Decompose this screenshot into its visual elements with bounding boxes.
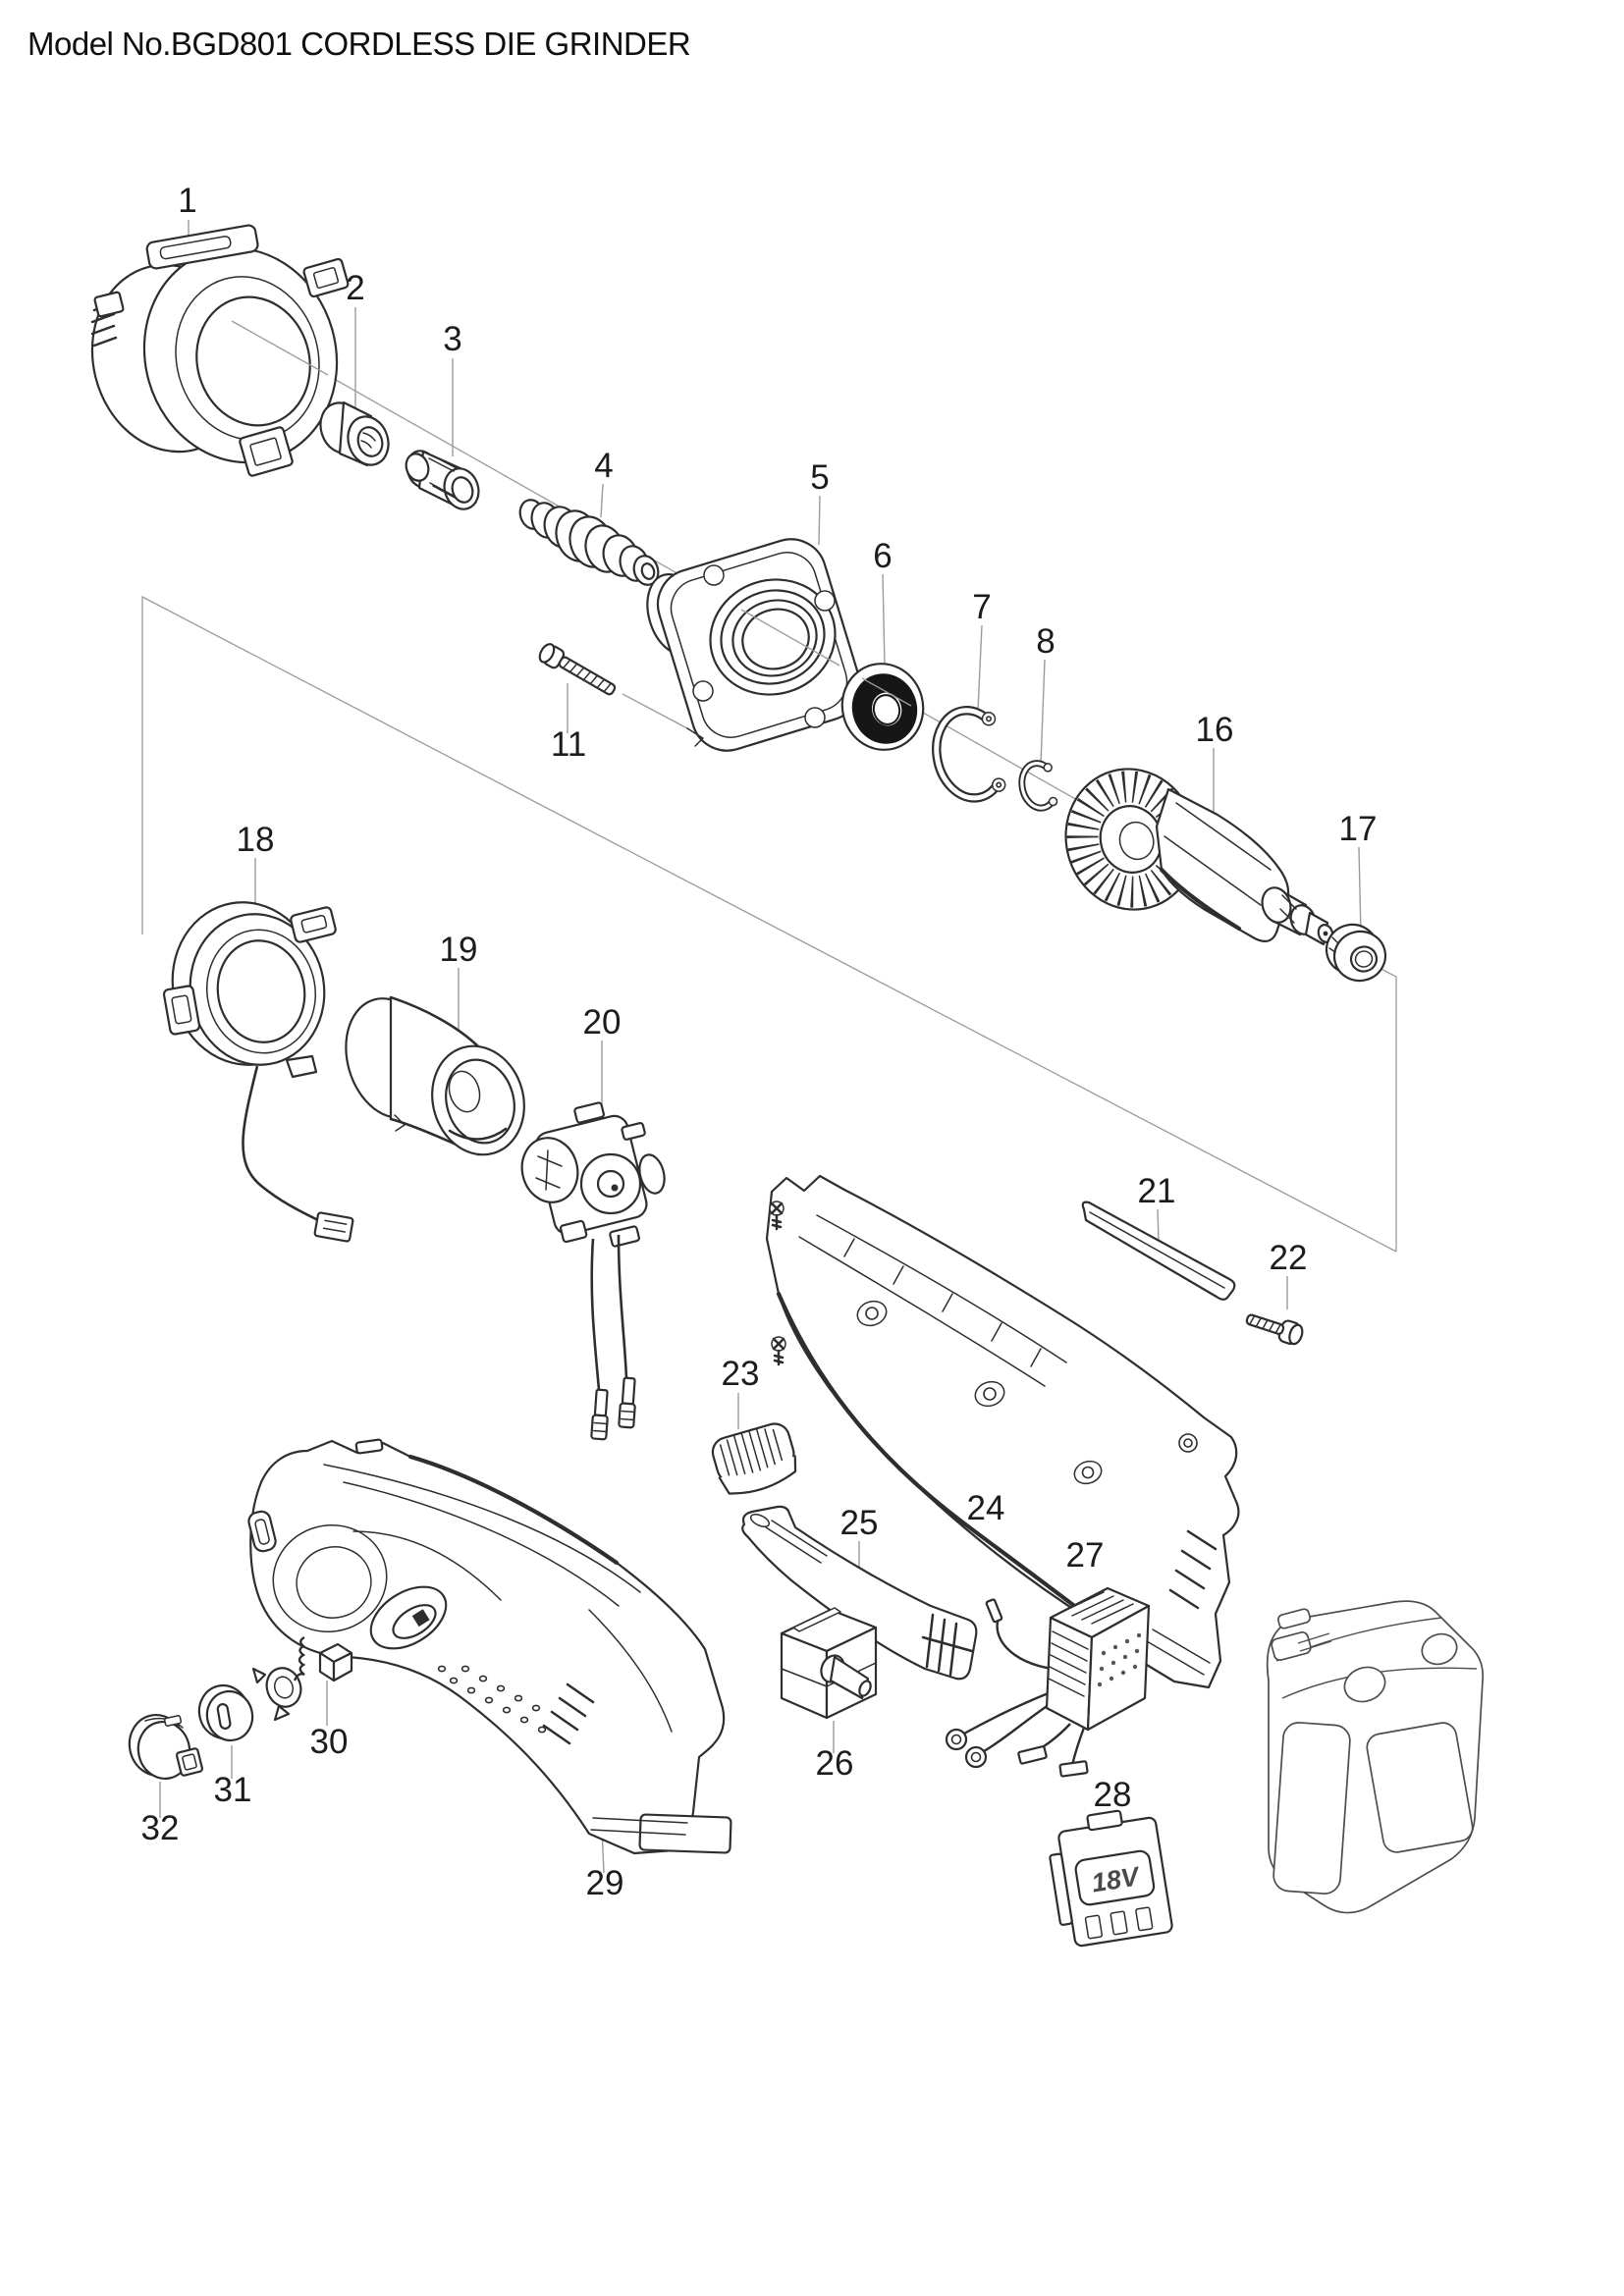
part-28-terminal-block: 18V	[1049, 1809, 1173, 1948]
callout-31: 31	[214, 1771, 252, 1809]
callout-22: 22	[1270, 1239, 1308, 1277]
housing-screw-icon	[771, 1336, 786, 1366]
callout-28: 28	[1094, 1776, 1132, 1814]
part-7-retaining-ring	[932, 706, 1006, 803]
part-19-sleeve	[345, 995, 525, 1156]
callout-3: 3	[443, 320, 461, 358]
leader-lines	[159, 220, 1362, 1874]
part-21-nameplate	[1081, 1201, 1236, 1301]
page-title: Model No.BGD801 CORDLESS DIE GRINDER	[27, 26, 691, 62]
callout-4: 4	[594, 447, 613, 485]
part-18-bearing-retainer	[162, 901, 354, 1243]
callout-29: 29	[586, 1864, 624, 1902]
part-31-brush-cap	[197, 1683, 254, 1742]
callout-19: 19	[440, 931, 478, 969]
callout-30: 30	[310, 1723, 349, 1761]
part-26-switch	[780, 1607, 878, 1720]
part-11-screw	[538, 643, 617, 696]
callout-18: 18	[237, 821, 275, 859]
assembly-axis-lines	[141, 325, 1397, 1253]
part-2-collet-nut	[319, 400, 390, 467]
callout-25: 25	[840, 1504, 879, 1542]
callout-7: 7	[972, 588, 991, 626]
part-4-spindle	[518, 499, 660, 586]
callout-23: 23	[722, 1355, 760, 1393]
part-25-lock-lever	[741, 1505, 978, 1681]
callout-labels: 1 2 3 4 5 6 7 8 11 16 17 18 19 20 21 22 …	[141, 182, 1378, 1902]
part-29-housing-left	[247, 1438, 732, 1855]
part-32-cap	[128, 1714, 204, 1780]
callout-6: 6	[873, 537, 892, 575]
part-17-ball-bearing-small	[1325, 923, 1387, 983]
callout-16: 16	[1196, 711, 1234, 749]
part-24-housing-right	[765, 1174, 1240, 1689]
part-16-armature	[1064, 768, 1334, 946]
callout-17: 17	[1339, 810, 1378, 848]
part-22-screw-small	[1245, 1313, 1304, 1346]
part-20-speed-dial-unit	[520, 1101, 666, 1441]
callout-32: 32	[141, 1809, 180, 1847]
callout-26: 26	[816, 1744, 854, 1783]
callout-1: 1	[178, 182, 196, 220]
part-1-head-cover	[90, 224, 350, 477]
callout-5: 5	[810, 458, 829, 497]
callout-20: 20	[583, 1003, 622, 1041]
part-8-snap-ring	[1018, 760, 1058, 812]
callout-8: 8	[1036, 622, 1055, 661]
callout-27: 27	[1066, 1536, 1105, 1575]
part-23-slide-button	[711, 1422, 797, 1495]
part-27-controller	[945, 1586, 1151, 1778]
housing-screw-icon	[769, 1201, 785, 1231]
part-3-collet	[405, 450, 480, 510]
part-30-brush-holder-screw	[251, 1635, 353, 1722]
part-5-bearing-box	[646, 538, 862, 752]
callout-21: 21	[1138, 1172, 1176, 1210]
battery-pack	[1266, 1600, 1485, 1914]
callout-2: 2	[346, 269, 364, 307]
callout-24: 24	[967, 1489, 1005, 1527]
callout-11: 11	[551, 725, 586, 764]
part-6-ball-bearing	[840, 663, 925, 751]
